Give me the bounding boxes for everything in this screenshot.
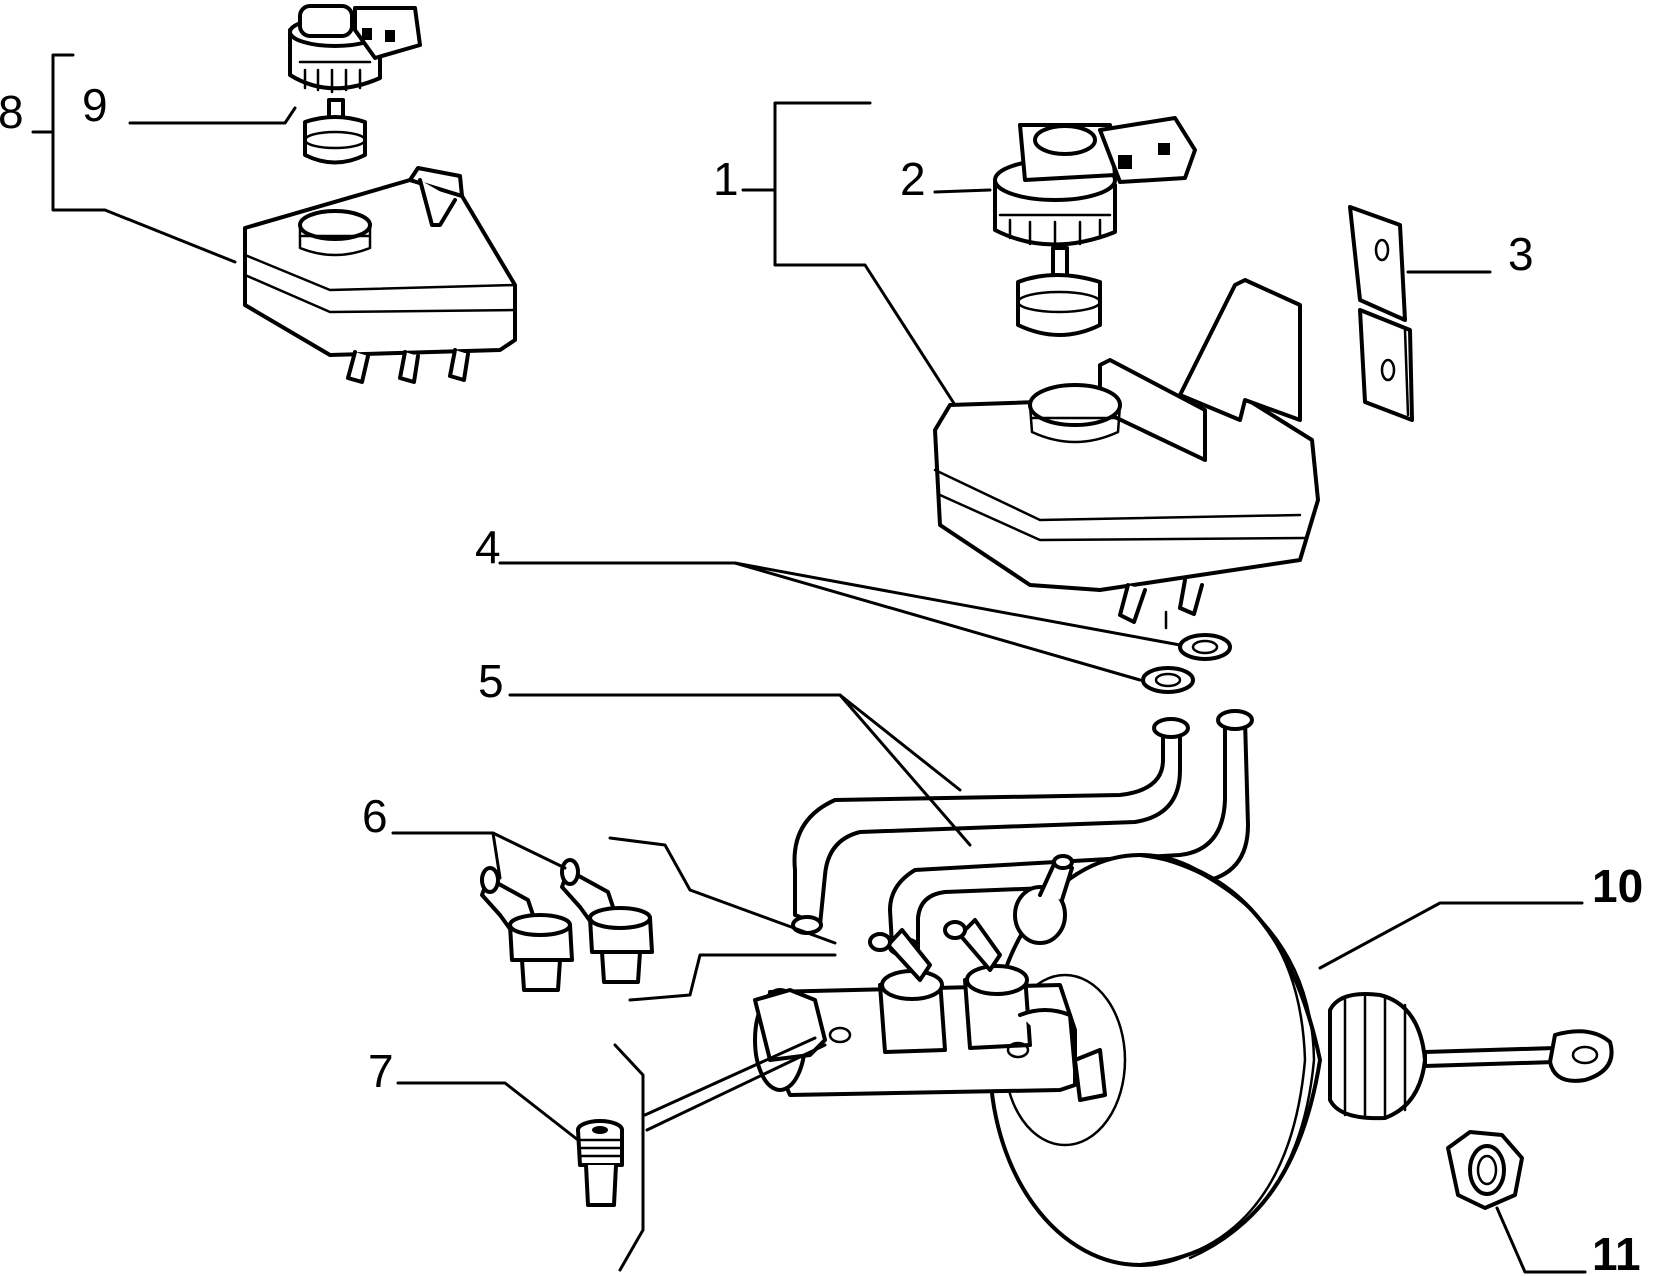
callout-11: 11 [1592,1228,1641,1276]
reservoir-cap-with-level-sensor [993,116,1197,337]
nut [1446,1130,1524,1210]
hose-connectors [480,858,654,992]
callout-2: 2 [900,153,926,205]
callout-4: 4 [475,521,501,573]
callout-8: 8 [0,86,24,138]
callout-labels: 8 9 1 2 3 4 5 6 7 10 11 [0,79,1643,1276]
brake-servo-with-master-cylinder [753,853,1614,1267]
alternative-reservoir-cap [288,4,422,165]
callout-7: 7 [368,1045,394,1097]
callout-5: 5 [478,655,504,707]
callout-1: 1 [713,153,739,205]
callout-3: 3 [1508,228,1534,280]
brake-fluid-reservoir-assembly [933,278,1320,630]
alternative-reservoir-assembly [243,166,517,384]
bleed-screw [576,1119,624,1207]
seal-rings [1141,633,1232,694]
callout-10: 10 [1592,860,1643,912]
callout-9: 9 [82,79,108,131]
mounting-bracket [1348,205,1414,422]
callout-6: 6 [362,790,388,842]
leader-lines [31,53,1587,1274]
